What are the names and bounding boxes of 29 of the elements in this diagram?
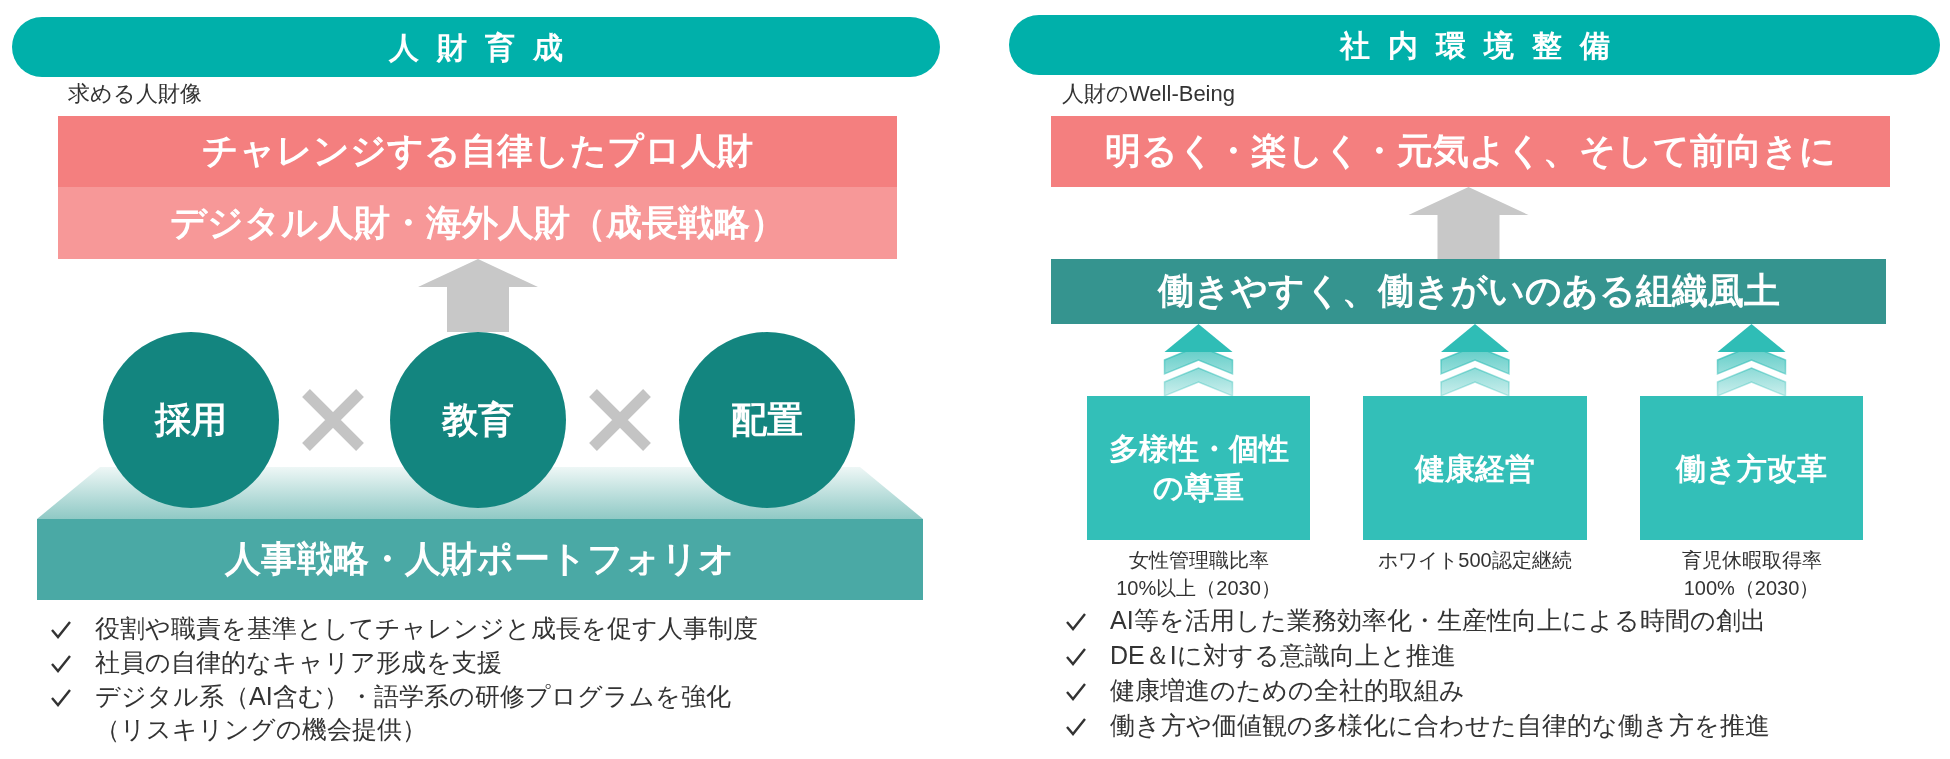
bullet-text: 社員の自律的なキャリア形成を支援: [95, 647, 503, 678]
initiative-box: 働き方改革: [1640, 396, 1863, 540]
block-arrow: [418, 259, 538, 332]
metric-note: 女性管理職比率10%以上（2030）: [1115, 548, 1282, 601]
chevron-arrow: [1716, 324, 1787, 398]
metric-note: ホワイト500認定継続: [1377, 548, 1573, 573]
bullet-text: デジタル系（AI含む）・語学系の研修プログラムを強化（リスキリングの機会提供）: [95, 681, 732, 745]
circle-node: 採用: [103, 332, 279, 508]
bullet-text: DE＆Iに対する意識向上と推進: [1110, 640, 1457, 671]
goal-bar: 明るく・楽しく・元気よく、そして前向きに: [1051, 116, 1890, 187]
goal-bar: チャレンジする自律したプロ人財: [58, 116, 897, 187]
circle-node: 教育: [390, 332, 566, 508]
chevron-arrow: [1163, 324, 1234, 398]
initiative-box: 多様性・個性の尊重: [1087, 396, 1310, 540]
section-caption: 人財のWell-Being: [1062, 80, 1236, 108]
title-banner: 人財育成: [12, 17, 940, 77]
goal-bar: デジタル人財・海外人財（成長戦略）: [58, 187, 897, 259]
bullet-text: 役割や職責を基準としてチャレンジと成長を促す人事制度: [95, 613, 759, 644]
bullet-text: 働き方や価値観の多様化に合わせた自律的な働き方を推進: [1110, 710, 1771, 741]
initiative-box: 健康経営: [1363, 396, 1587, 540]
bullet-text: AI等を活用した業務効率化・生産性向上による時間の創出: [1110, 605, 1767, 636]
circle-node: 配置: [679, 332, 855, 508]
metric-note: 育児休暇取得率100%（2030）: [1680, 548, 1823, 601]
title-banner: 社内環境整備: [1009, 15, 1940, 75]
chevron-arrow: [1440, 324, 1510, 398]
section-caption: 求める人財像: [68, 80, 203, 108]
block-arrow: [1408, 187, 1529, 259]
culture-bar: 働きやすく、働きがいのある組織風土: [1051, 259, 1886, 324]
bullet-text: 健康増進のための全社的取組み: [1110, 675, 1466, 706]
